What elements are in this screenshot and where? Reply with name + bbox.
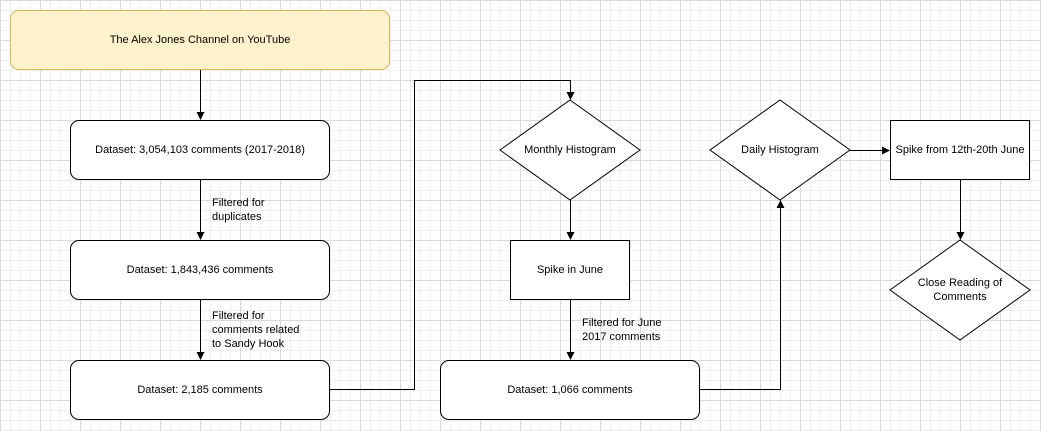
edge-label-line: Filtered for June [582, 317, 662, 329]
monthly-histogram-text: Monthly Histogram [524, 144, 616, 156]
monthly-histogram-label: Monthly Histogram [500, 100, 640, 200]
monthly-histogram-diamond [499, 99, 641, 201]
dataset-dedup-node: Dataset: 1,843,436 comments [70, 240, 330, 300]
edge-label-line: Filtered for [212, 310, 265, 322]
edge-june-to-daily [700, 200, 785, 390]
spike-days-node: Spike from 12th-20th June [890, 120, 1030, 180]
edge-label-sandy-hook: Filtered for comments related to Sandy H… [212, 309, 299, 351]
dataset-june-label: Dataset: 1,066 comments [507, 384, 633, 396]
spike-june-node: Spike in June [510, 240, 630, 300]
daily-histogram-label: Daily Histogram [710, 100, 850, 200]
close-reading-diamond [889, 239, 1031, 341]
daily-histogram-text: Daily Histogram [741, 144, 819, 156]
close-reading-text: Close Reading of Comments [917, 277, 1003, 303]
source-node: The Alex Jones Channel on YouTube [10, 10, 390, 70]
close-reading-label: Close Reading of Comments [910, 240, 1010, 340]
dataset-sandy-label: Dataset: 2,185 comments [137, 384, 263, 396]
edge-label-duplicates: Filtered for duplicates [212, 196, 265, 224]
edge-label-june: Filtered for June 2017 comments [582, 316, 661, 344]
dataset-full-label: Dataset: 3,054,103 comments (2017-2018) [95, 144, 305, 156]
dataset-june-node: Dataset: 1,066 comments [440, 360, 700, 420]
dataset-full-node: Dataset: 3,054,103 comments (2017-2018) [70, 120, 330, 180]
edge-label-line: 2017 comments [582, 331, 661, 343]
edge-label-line: duplicates [212, 211, 262, 223]
source-node-label: The Alex Jones Channel on YouTube [109, 34, 291, 46]
edge-label-line: comments related [212, 324, 300, 336]
dataset-sandy-node: Dataset: 2,185 comments [70, 360, 330, 420]
edge-label-line: Filtered for [212, 197, 265, 209]
edge-sandy-to-monthly [330, 80, 575, 390]
edge-label-line: to Sandy Hook [212, 338, 285, 350]
daily-histogram-diamond [709, 99, 851, 201]
spike-june-label: Spike in June [536, 264, 604, 276]
spike-days-label: Spike from 12th-20th June [895, 144, 1025, 156]
dataset-dedup-label: Dataset: 1,843,436 comments [126, 264, 274, 276]
